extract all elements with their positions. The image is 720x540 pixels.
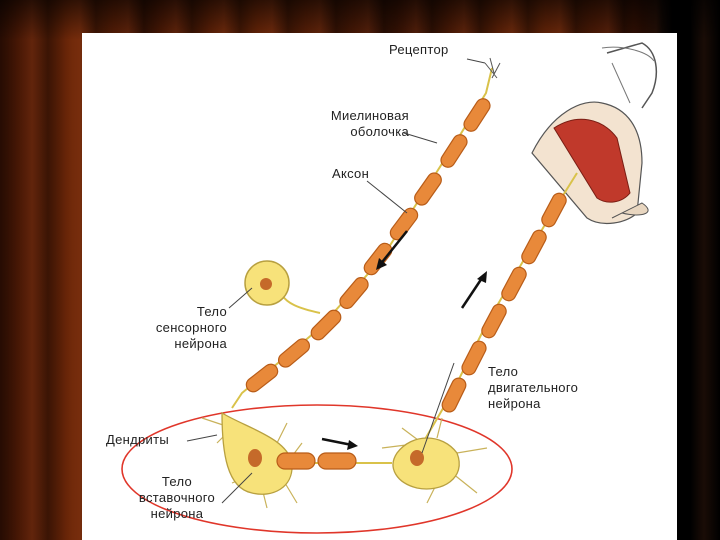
label-motor-line-3: нейрона [488, 397, 541, 411]
label-sensory-line-3: нейрона [127, 337, 227, 351]
label-sensory-line-1: Тело [127, 305, 227, 319]
receptor-endings [485, 58, 500, 78]
label-sensory-line-2: сенсорного [127, 321, 227, 335]
label-receptor: Рецептор [389, 43, 449, 57]
label-interneuron-line-3: нейрона [127, 507, 227, 521]
motor-neuron-body [382, 418, 487, 503]
sensory-myelin-segments [244, 96, 493, 395]
label-axon: Аксон [332, 167, 369, 181]
interneuron-myelin [277, 453, 356, 469]
label-interneuron-line-2: вставочного [127, 491, 227, 505]
label-motor-line-2: двигательного [488, 381, 578, 395]
label-motor-line-1: Тело [488, 365, 518, 379]
label-myelin-line-1: Миелиновая [314, 109, 409, 123]
label-myelin-line-2: оболочка [314, 125, 409, 139]
label-dendrites: Дендриты [106, 433, 169, 447]
arm-illustration [532, 43, 656, 223]
arrow-up-right-icon [462, 271, 487, 308]
arrow-right-icon [322, 439, 358, 450]
sensory-nucleus [260, 278, 272, 290]
label-interneuron-line-1: Тело [127, 475, 227, 489]
slide-canvas: Рецептор Миелиновая оболочка Аксон Тело … [82, 33, 677, 540]
